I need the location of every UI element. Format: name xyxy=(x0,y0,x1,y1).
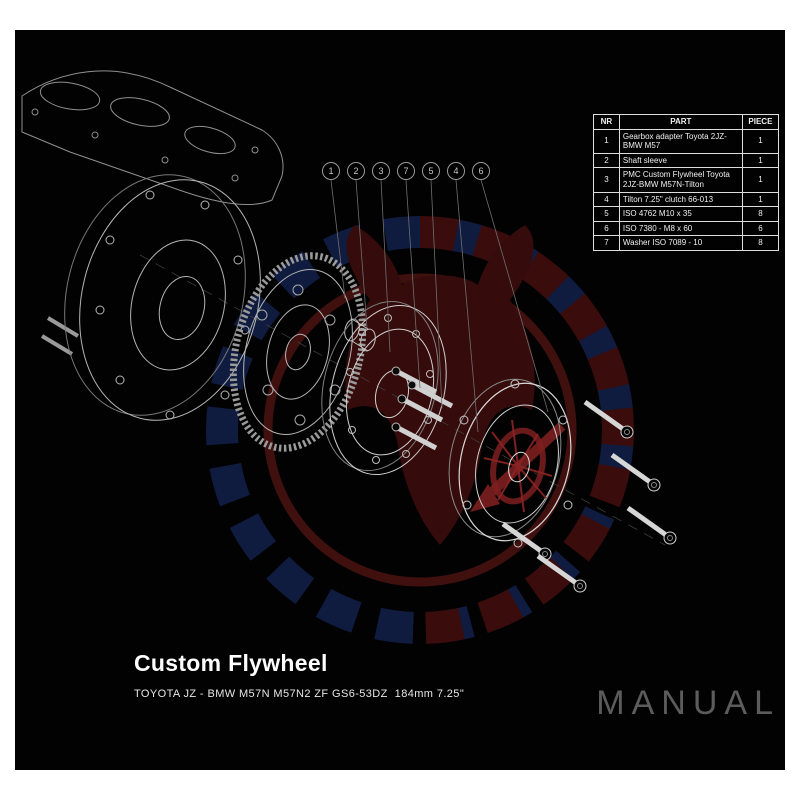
cell-part: ISO 4762 M10 x 35 xyxy=(618,206,743,222)
cell-nr: 4 xyxy=(593,191,620,208)
parts-table-header-row: NR PART PIECE xyxy=(593,114,780,130)
cell-piece: 6 xyxy=(741,220,780,237)
cell-part: Shaft sleeve xyxy=(618,152,743,169)
header-piece: PIECE xyxy=(741,114,780,130)
bull-skull-shape xyxy=(345,225,535,545)
cell-part: PMC Custom Flywheel Toyota 2JZ-BMW M57N-… xyxy=(618,167,743,193)
cell-part: ISO 7380 - M8 x 60 xyxy=(618,220,743,237)
bolts-drawing xyxy=(501,399,677,593)
header-nr: NR xyxy=(593,114,620,130)
gearbox-adapter-drawing xyxy=(64,174,261,421)
bolt xyxy=(583,399,634,439)
cell-nr: 1 xyxy=(593,128,620,154)
cell-part: Tilton 7.25" clutch 66-013 xyxy=(618,191,743,208)
callout-2: 2 xyxy=(347,162,365,180)
cell-piece: 1 xyxy=(741,128,780,154)
page-subtitle: TOYOTA JZ - BMW M57N M57N2 ZF GS6-53DZ 1… xyxy=(134,688,465,700)
table-row: 1 Gearbox adapter Toyota 2JZ-BMW M57 1 xyxy=(593,128,780,154)
cell-piece: 1 xyxy=(741,152,780,169)
studs-drawing xyxy=(391,366,454,451)
table-row: 2 Shaft sleeve 1 xyxy=(593,152,780,169)
ring-gear-drawing xyxy=(229,252,367,452)
callout-1: 1 xyxy=(322,162,340,180)
parts-table: NR PART PIECE 1 Gearbox adapter Toyota 2… xyxy=(593,114,780,251)
callout-7: 7 xyxy=(397,162,415,180)
cell-piece: 8 xyxy=(741,235,780,251)
bolt xyxy=(626,505,677,545)
clutch-drawing xyxy=(448,378,573,548)
table-row: 6 ISO 7380 - M8 x 60 6 xyxy=(593,220,780,237)
header-part: PART xyxy=(618,114,743,130)
cell-piece: 8 xyxy=(741,206,780,222)
cell-nr: 7 xyxy=(593,235,620,251)
table-row: 7 Washer ISO 7089 - 10 8 xyxy=(593,235,780,251)
table-row: 3 PMC Custom Flywheel Toyota 2JZ-BMW M57… xyxy=(593,167,780,193)
callout-6: 6 xyxy=(472,162,490,180)
table-row: 4 Tilton 7.25" clutch 66-013 1 xyxy=(593,191,780,208)
assembly-axis-line xyxy=(139,254,666,546)
callout-leader-lines xyxy=(330,179,549,433)
cell-piece: 1 xyxy=(741,191,780,208)
cell-part: Washer ISO 7089 - 10 xyxy=(618,235,743,251)
cell-nr: 6 xyxy=(593,220,620,237)
bolt xyxy=(536,553,587,593)
cell-nr: 2 xyxy=(593,152,620,169)
callout-3: 3 xyxy=(372,162,390,180)
cell-part: Gearbox adapter Toyota 2JZ-BMW M57 xyxy=(618,128,743,154)
callout-5: 5 xyxy=(422,162,440,180)
logo-red-arrow xyxy=(470,422,566,512)
callout-4: 4 xyxy=(447,162,465,180)
engine-frame-drawing xyxy=(21,70,284,356)
page-title: Custom Flywheel xyxy=(134,650,328,676)
cell-piece: 1 xyxy=(741,167,780,193)
manual-watermark: MANUAL xyxy=(596,684,780,722)
cell-nr: 5 xyxy=(593,206,620,222)
table-row: 5 ISO 4762 M10 x 35 8 xyxy=(593,206,780,222)
bolt xyxy=(610,452,661,492)
cell-nr: 3 xyxy=(593,167,620,193)
